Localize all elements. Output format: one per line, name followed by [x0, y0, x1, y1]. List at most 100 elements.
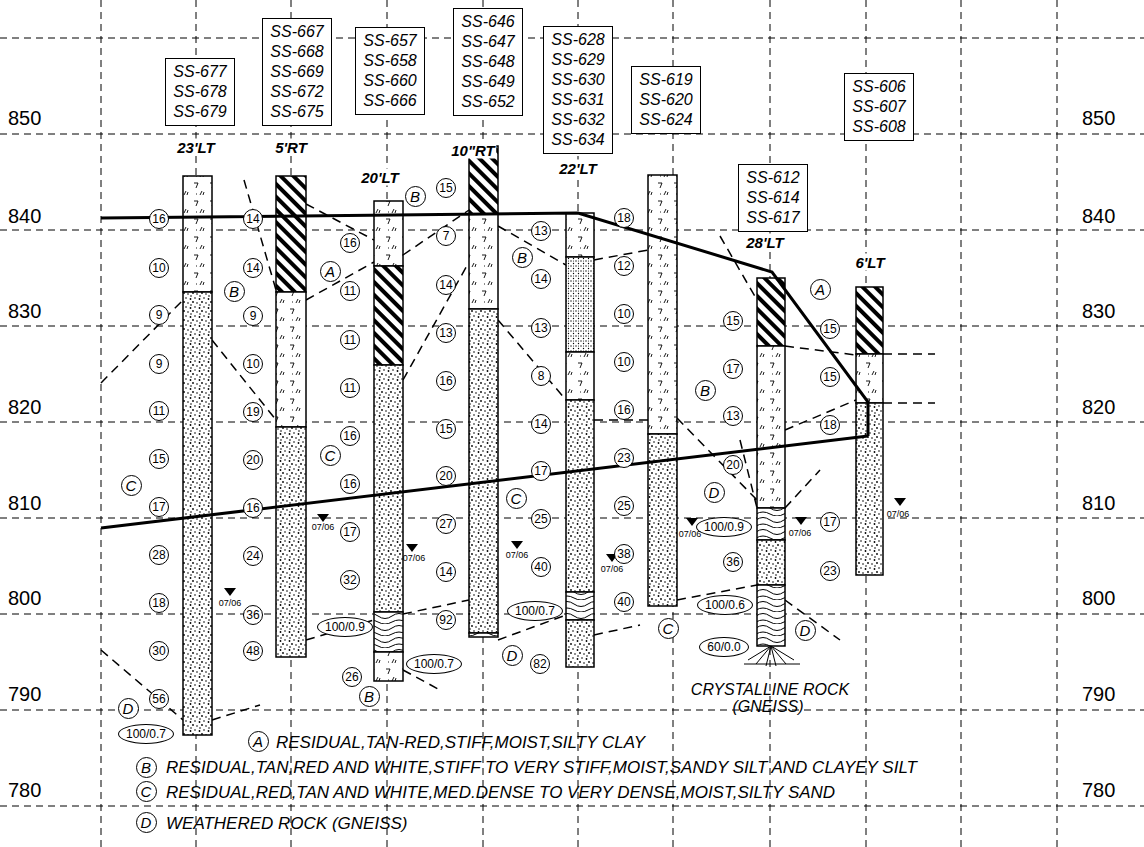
refusal-ellipse: 60/0.0: [699, 637, 748, 657]
water-level-date: 07/06: [312, 522, 335, 532]
node-text: 16: [343, 477, 356, 491]
refusal-ellipse: 100/0.6: [697, 595, 753, 615]
elevation-label: 780: [8, 779, 41, 801]
node-text: 40: [617, 595, 630, 609]
node-text: SS-677: [173, 62, 226, 82]
blow-count-circle: 48: [243, 641, 263, 661]
blow-count-circle: 15: [820, 367, 840, 387]
blow-count-circle: 11: [340, 281, 360, 301]
node-text: B: [141, 759, 151, 776]
stratum-letter-circle: D: [795, 620, 816, 641]
blow-count-circle: 16: [149, 209, 169, 229]
station-label: 10"RT: [450, 142, 496, 159]
node-text: 14: [439, 278, 452, 292]
refusal-ellipse: 100/0.7: [406, 654, 462, 674]
node-text: 14: [439, 565, 452, 579]
node-text: 36: [246, 608, 259, 622]
elevation-label: 840: [1082, 205, 1115, 227]
blow-count-circle: 13: [723, 406, 743, 426]
water-level-date: 07/06: [219, 598, 242, 608]
node-text: 10: [152, 261, 165, 275]
blow-count-circle: 14: [531, 414, 551, 434]
station-label: 6'LT: [854, 254, 885, 271]
blow-count-circle: 18: [614, 208, 634, 228]
node-text: SS-607: [852, 97, 905, 117]
blow-count-circle: 15: [820, 319, 840, 339]
legend-text: RESIDUAL,TAN,RED AND WHITE,STIFF TO VERY…: [166, 758, 917, 777]
node-text: A: [815, 281, 825, 298]
stratum-letter-circle: C: [121, 475, 142, 496]
sample-list-box: SS-628SS-629SS-630SS-631SS-632SS-634: [543, 26, 612, 154]
node-text: 92: [439, 613, 452, 627]
sample-list-box: SS-612SS-614SS-617: [738, 164, 807, 232]
node-text: 56: [152, 692, 165, 706]
blow-count-circle: 11: [340, 330, 360, 350]
node-text: 10: [617, 355, 630, 369]
node-text: 9: [250, 309, 257, 323]
node-text: SS-647: [461, 32, 514, 52]
blow-count-circle: 38: [614, 544, 634, 564]
stratum-letter-circle: C: [506, 488, 527, 509]
node-text: 26: [345, 670, 358, 684]
blow-count-circle: 17: [531, 461, 551, 481]
node-text: SS-652: [461, 92, 514, 112]
node-text: 20: [726, 458, 739, 472]
legend-text: RESIDUAL,RED,TAN AND WHITE,MED.DENSE TO …: [166, 783, 835, 802]
node-text: 60/0.0: [707, 640, 740, 654]
node-text: SS-679: [173, 102, 226, 122]
stratum-letter-circle: C: [136, 781, 157, 802]
sample-list-box: SS-677SS-678SS-679: [165, 58, 234, 126]
blow-count-circle: 40: [614, 592, 634, 612]
blow-count-circle: 14: [436, 562, 456, 582]
elevation-label: 820: [8, 396, 41, 418]
node-text: SS-608: [852, 117, 905, 137]
node-text: 18: [152, 596, 165, 610]
node-text: D: [800, 622, 811, 639]
node-text: D: [709, 484, 720, 501]
node-text: 16: [246, 501, 259, 515]
node-text: 17: [726, 362, 739, 376]
node-text: A: [253, 733, 263, 750]
node-text: 11: [153, 404, 165, 418]
node-text: 11: [344, 284, 356, 298]
node-text: 13: [726, 409, 739, 423]
node-text: SS-629: [551, 50, 604, 70]
blow-count-circle: 32: [340, 570, 360, 590]
node-text: 100/0.6: [705, 598, 745, 612]
blow-count-circle: 15: [149, 449, 169, 469]
station-label: 20'LT: [360, 169, 399, 186]
node-text: C: [325, 447, 336, 464]
node-text: 16: [343, 429, 356, 443]
blow-count-circle: 9: [243, 306, 263, 326]
node-text: 11: [344, 381, 356, 395]
blow-count-circle: 24: [243, 546, 263, 566]
blow-count-circle: 10: [614, 304, 634, 324]
blow-count-circle: 10: [149, 258, 169, 278]
node-text: D: [123, 700, 134, 717]
node-text: 16: [439, 374, 452, 388]
blow-count-circle: 10: [243, 354, 263, 374]
node-text: SS-630: [551, 70, 604, 90]
stratum-letter-circle: A: [810, 279, 831, 300]
elevation-label: 850: [8, 107, 41, 129]
blow-count-circle: 15: [436, 178, 456, 198]
node-text: 20: [439, 469, 452, 483]
sample-list-box: SS-606SS-607SS-608: [844, 73, 913, 141]
node-text: 10: [617, 307, 630, 321]
stratum-letter-circle: D: [118, 698, 139, 719]
blow-count-circle: 36: [723, 552, 743, 572]
node-text: 17: [823, 515, 836, 529]
blow-count-circle: 13: [531, 318, 551, 338]
node-text: 13: [439, 326, 452, 340]
blow-count-circle: 8: [531, 366, 551, 386]
refusal-ellipse: 100/0.9: [696, 517, 752, 537]
blow-count-circle: 18: [149, 593, 169, 613]
blow-count-circle: 27: [436, 514, 456, 534]
node-text: SS-628: [551, 30, 604, 50]
node-text: SS-617: [746, 208, 799, 228]
elevation-label: 800: [1082, 587, 1115, 609]
node-text: 100/0.7: [414, 657, 454, 671]
stratum-letter-circle: B: [695, 380, 716, 401]
node-text: 7: [443, 229, 450, 243]
node-text: 16: [343, 236, 356, 250]
